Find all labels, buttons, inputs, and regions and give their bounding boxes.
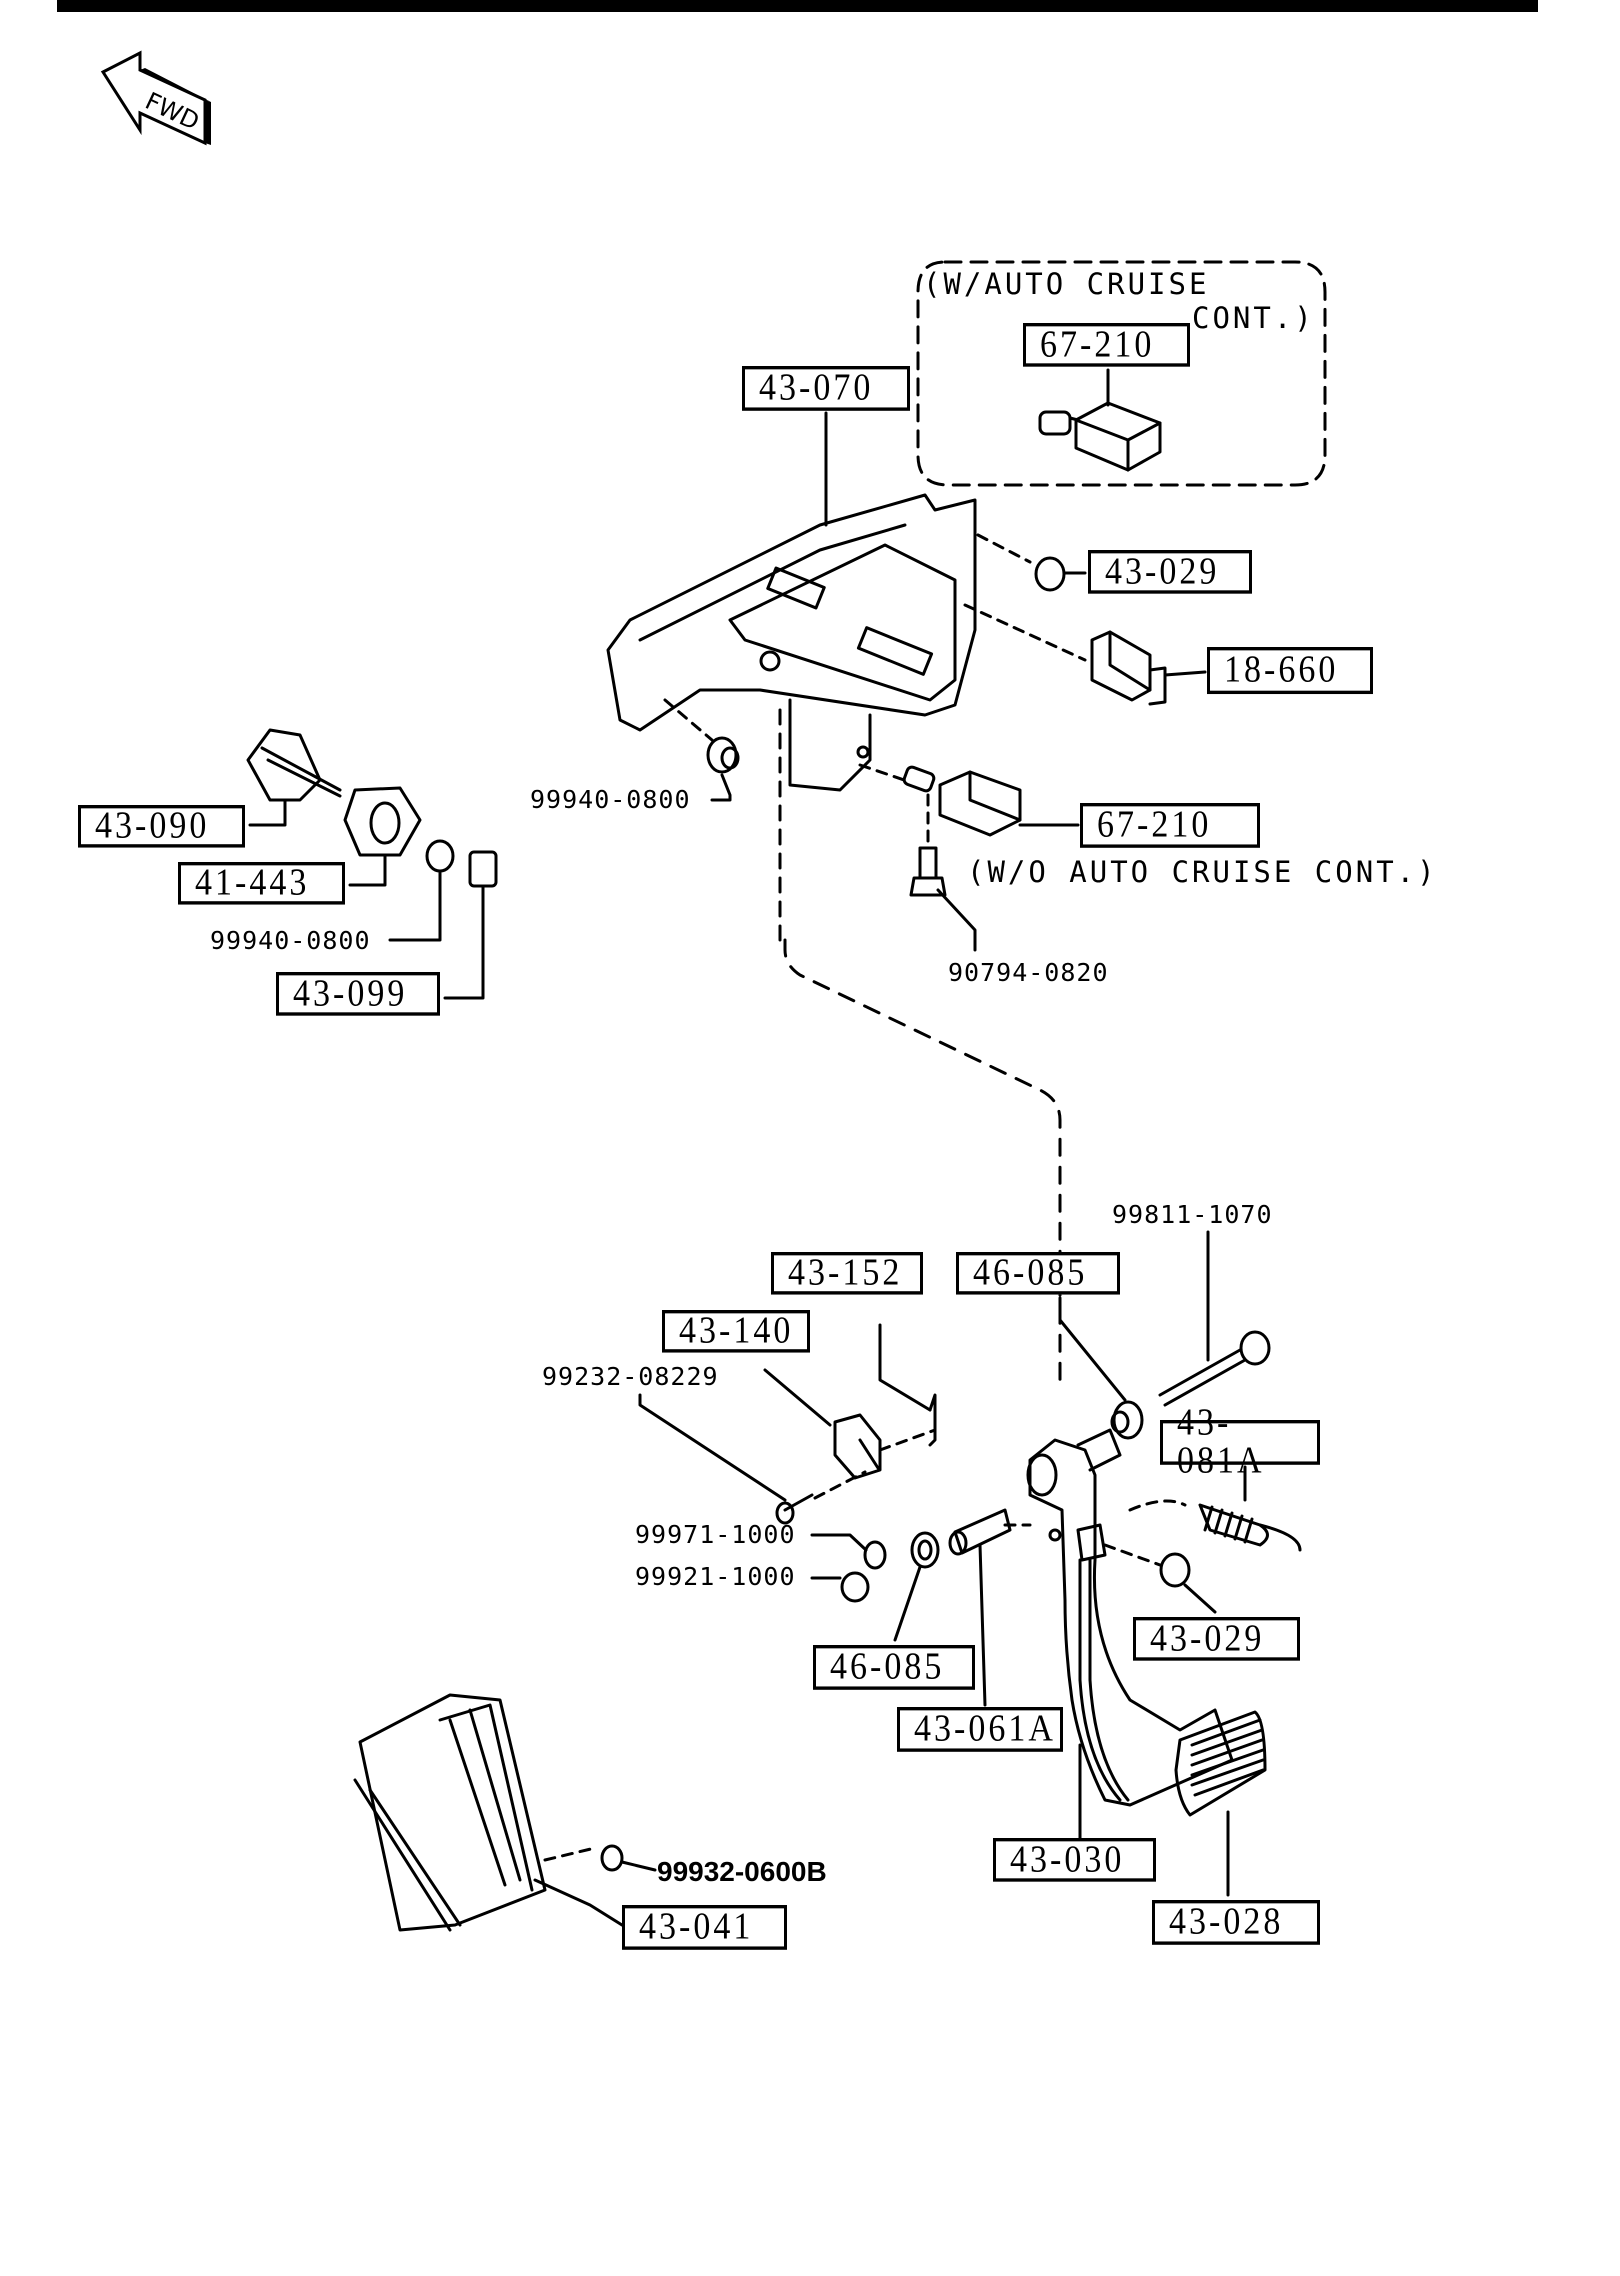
brake-pedal-arm-part — [1026, 1428, 1234, 1847]
part-callout-43-152[interactable]: 43-152 — [771, 1252, 923, 1295]
part-label-99232-08229[interactable]: 99232-08229 — [542, 1362, 719, 1391]
cover-part — [246, 728, 342, 827]
bushing-lower-part — [893, 1531, 940, 1642]
pivot-bolt-part — [1158, 1230, 1271, 1407]
part-callout-43-029-lower[interactable]: 43-029 — [1133, 1617, 1300, 1661]
seal-part — [343, 786, 422, 887]
part-label-99811-1070[interactable]: 99811-1070 — [1112, 1200, 1273, 1229]
part-callout-43-030[interactable]: 43-030 — [993, 1838, 1156, 1882]
part-callout-67-210-with-cruise[interactable]: 67-210 — [1023, 323, 1190, 367]
pedal-pad-part — [1174, 1710, 1267, 1897]
part-callout-43-070[interactable]: 43-070 — [742, 366, 910, 411]
cruise-switch-lower-part — [858, 763, 1080, 847]
part-callout-46-085-upper[interactable]: 46-085 — [956, 1252, 1120, 1295]
part-callout-43-090[interactable]: 43-090 — [78, 805, 245, 848]
part-callout-46-085-lower[interactable]: 46-085 — [813, 1645, 975, 1690]
nut-left-part — [388, 839, 455, 942]
part-callout-43-028[interactable]: 43-028 — [1152, 1900, 1320, 1945]
cruise-switch-part — [1038, 368, 1162, 472]
stopper-part-top — [976, 533, 1087, 592]
part-callout-43-140[interactable]: 43-140 — [662, 1310, 810, 1353]
part-callout-41-443[interactable]: 41-443 — [178, 862, 345, 905]
bushing-top-part — [1058, 1296, 1144, 1440]
washer-part — [810, 1533, 887, 1570]
note-without-cruise: (W/O AUTO CRUISE CONT.) — [967, 855, 1438, 889]
brake-switch-part — [963, 603, 1207, 706]
part-label-99921-1000[interactable]: 99921-1000 — [635, 1562, 796, 1591]
part-callout-43-081A[interactable]: 43-081A — [1160, 1404, 1320, 1480]
part-callout-43-061A[interactable]: 43-061A — [897, 1707, 1063, 1752]
clip-part — [443, 850, 498, 1000]
part-label-99940-0800-center[interactable]: 99940-0800 — [530, 785, 691, 814]
note-with-cruise-line1: (W/AUTO CRUISE — [923, 267, 1210, 301]
clevis-pin-part — [638, 1393, 867, 1525]
stopper-part-lower — [1103, 1543, 1217, 1614]
note-with-cruise-line2: CONT.) — [1192, 301, 1315, 335]
part-label-99932-0600B[interactable]: 99932-0600B — [657, 1856, 827, 1887]
spacer-pipe-part — [948, 1508, 1032, 1707]
optional-parts-frame — [916, 260, 1327, 487]
part-callout-18-660[interactable]: 18-660 — [1207, 647, 1373, 695]
header-bar — [57, 0, 1538, 12]
return-spring-part — [1128, 1465, 1302, 1552]
clevis-part — [763, 1323, 937, 1480]
part-callout-67-210-without-cruise[interactable]: 67-210 — [1080, 803, 1260, 848]
part-callout-43-041[interactable]: 43-041 — [622, 1905, 787, 1950]
nut-part — [663, 698, 740, 802]
pedal-bracket-part — [606, 411, 977, 942]
part-callout-43-099[interactable]: 43-099 — [276, 972, 440, 1016]
part-callout-43-029-upper[interactable]: 43-029 — [1088, 550, 1252, 594]
accelerator-pedal-part — [353, 1693, 657, 1932]
part-label-90794-0820[interactable]: 90794-0820 — [948, 958, 1109, 987]
hex-nut-part — [810, 1571, 870, 1603]
part-label-99971-1000[interactable]: 99971-1000 — [635, 1520, 796, 1549]
forward-arrow-icon: FWD — [95, 48, 215, 148]
bolt-part — [909, 846, 977, 952]
part-label-99940-0800-left[interactable]: 99940-0800 — [210, 926, 371, 955]
